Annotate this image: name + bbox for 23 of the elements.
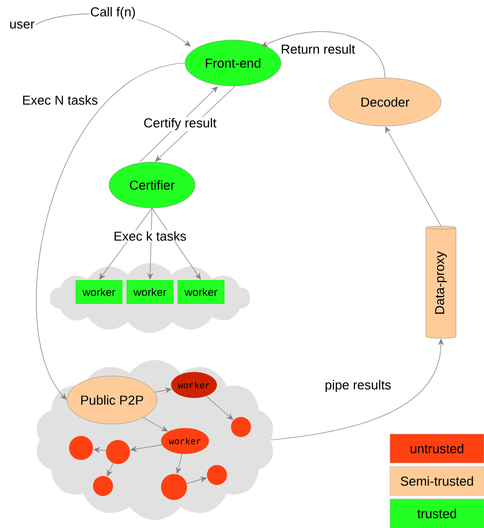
node-circle bbox=[106, 440, 130, 464]
edge-label: Exec k tasks bbox=[112, 230, 188, 242]
legend-item: trusted bbox=[390, 498, 484, 528]
node-circle bbox=[231, 417, 251, 437]
edge-label: Exec N tasks bbox=[21, 94, 99, 106]
arrow bbox=[261, 31, 386, 78]
node-circle bbox=[69, 436, 93, 460]
arrow bbox=[130, 444, 162, 452]
arrow bbox=[36, 62, 186, 400]
edge-label: Return result bbox=[280, 43, 356, 55]
legend-item: Semi-trusted bbox=[390, 466, 484, 496]
node-circle bbox=[161, 474, 187, 500]
data-proxy-cylinder: Data-proxy bbox=[426, 226, 456, 338]
node-circle bbox=[207, 465, 227, 485]
worker-box: worker bbox=[178, 280, 224, 304]
node-circle bbox=[93, 476, 113, 496]
legend-item: untrusted bbox=[390, 434, 484, 464]
user-label: user bbox=[10, 21, 34, 29]
edge-label: Certify result bbox=[142, 116, 218, 132]
edge-label: pipe results bbox=[324, 378, 392, 394]
worker-box: worker bbox=[76, 280, 122, 304]
edge-label: Call f(n) bbox=[89, 6, 137, 20]
worker-box: worker bbox=[126, 280, 174, 304]
